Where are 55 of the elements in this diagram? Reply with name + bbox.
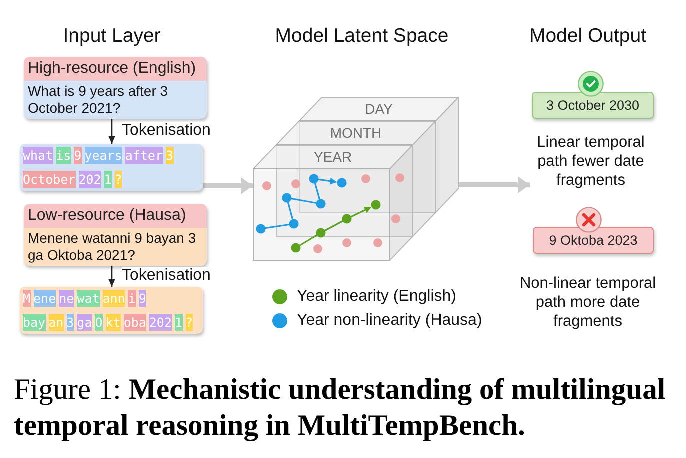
output-card [532, 92, 654, 119]
flow-arrow [203, 178, 253, 194]
token: oba [124, 314, 146, 331]
token: years [84, 147, 122, 164]
prompt-heading: Low-resource (Hausa) [24, 204, 207, 228]
legend-label: Year non-linearity (Hausa) [297, 312, 482, 330]
figure-caption: Figure 1: Mechanistic understanding of multilingual temporal reasoning in MultiTempBench. [14, 373, 667, 444]
arrow [108, 119, 116, 144]
token: ? [186, 314, 194, 331]
token: is [56, 147, 72, 164]
token: kt [106, 314, 121, 331]
token: 9 [74, 147, 82, 164]
legend-label: Year linearity (English) [297, 288, 456, 306]
prompt-text: Menene watanni 9 bayan 3 ga Oktoba 2021? [27, 229, 198, 265]
output-note: Linear temporal path fewer date fragments [536, 133, 646, 190]
token: 1 [174, 314, 183, 331]
token: ? [114, 171, 122, 188]
token: 9 [138, 290, 146, 307]
token: 202 [78, 171, 102, 188]
output-note: Non-linear temporal path more date fragments [518, 274, 658, 331]
token: ene [34, 290, 56, 307]
prompt-card [24, 57, 207, 119]
token: October [23, 171, 76, 188]
flow-arrow [459, 176, 530, 194]
token: O [95, 314, 103, 331]
token: i [128, 290, 136, 307]
token: an [48, 314, 64, 331]
output-date: 3 October 2030 [546, 98, 640, 114]
token: ann [102, 290, 126, 307]
layer-label: DAY [365, 101, 393, 117]
prompt-card [24, 204, 207, 266]
token: ga [77, 314, 92, 331]
token: after [125, 147, 163, 164]
column-heading: Input Layer [63, 27, 161, 46]
token-panel [20, 287, 203, 334]
token: ne [59, 290, 74, 307]
token: wat [77, 290, 100, 307]
prompt-heading: High-resource (English) [24, 57, 207, 81]
token: 3 [166, 147, 174, 164]
column-heading: Model Output [529, 27, 647, 46]
layer-label: YEAR [314, 149, 352, 165]
token: bay [23, 314, 46, 331]
prompt-text: What is 9 years after 3 October 2021? [27, 82, 170, 118]
token: M [23, 290, 31, 307]
token-panel [20, 144, 203, 191]
token: 3 [66, 314, 74, 331]
layer-label: MONTH [330, 125, 382, 141]
output-date: 9 Oktoba 2023 [549, 232, 638, 248]
token: what [23, 147, 54, 164]
token: 1 [104, 171, 112, 188]
column-heading: Model Latent Space [275, 27, 449, 46]
output-card [533, 227, 654, 254]
arrow [108, 266, 116, 287]
layered-cube [253, 97, 459, 261]
token: 202 [149, 314, 172, 331]
